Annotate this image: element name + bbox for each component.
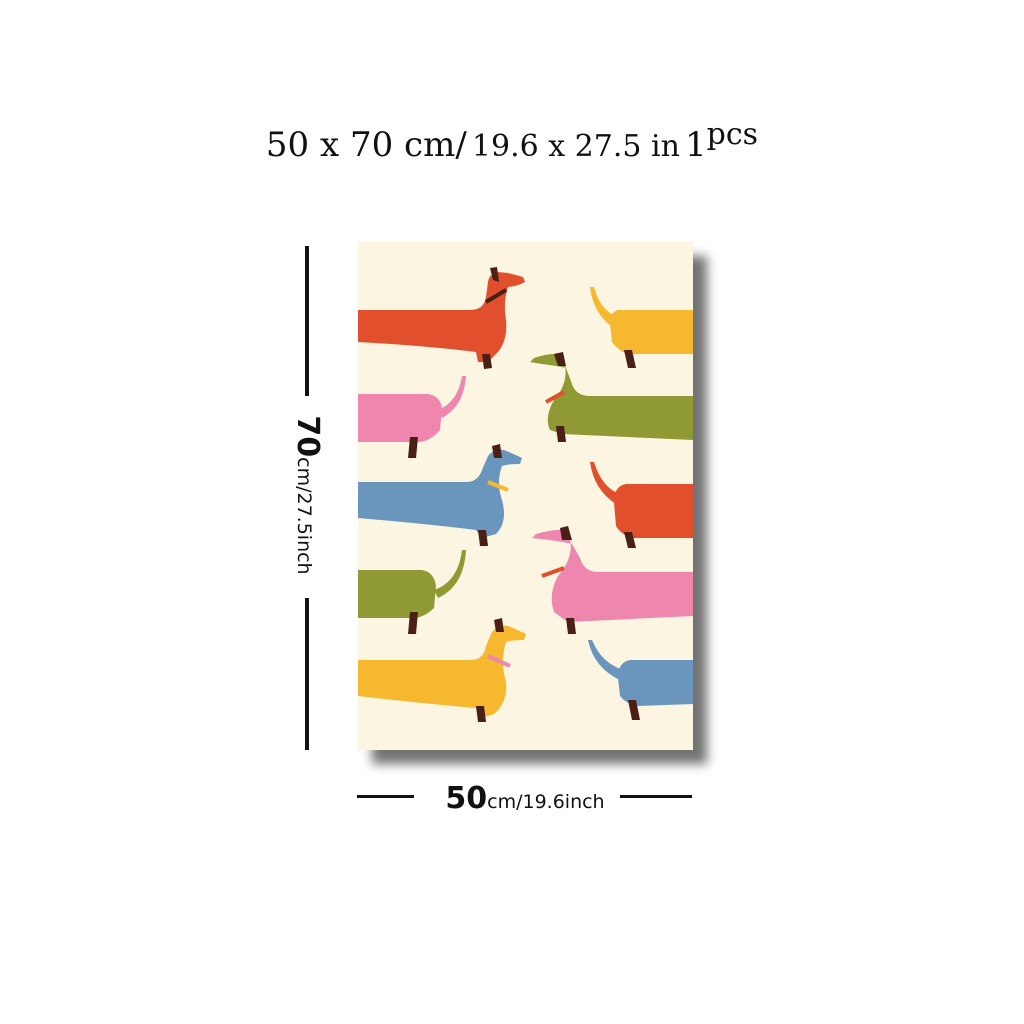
size-cm-text: 50 x 70 cm/ — [265, 125, 467, 165]
height-dimension-line-top — [305, 246, 309, 396]
dachshund-illustration — [358, 267, 693, 722]
size-inch-text: 19.6 x 27.5 in — [471, 129, 680, 164]
quantity-unit: pcs — [706, 117, 759, 152]
width-unit: cm/19.6inch — [487, 791, 605, 813]
dog-olive-tail — [358, 550, 466, 634]
height-value: 70 — [290, 415, 325, 458]
height-dimension-label: 70cm/27.5inch — [290, 415, 325, 575]
dog-blue-tail — [588, 640, 693, 720]
dog-red-tail — [590, 462, 693, 548]
dog-pink-tail — [358, 376, 466, 458]
quantity-number: 1 — [685, 125, 707, 165]
height-dimension-line-bottom — [305, 598, 309, 750]
dog-yellow-tail — [590, 287, 693, 368]
dog-blue — [358, 444, 522, 546]
dog-yellow — [358, 618, 526, 722]
dog-pink — [532, 526, 693, 634]
height-unit: cm/27.5inch — [293, 457, 315, 575]
width-dimension-line-right — [620, 795, 692, 798]
dog-red — [358, 267, 525, 369]
width-dimension-line-left — [357, 795, 414, 798]
product-size-title: 50 x 70 cm/ 19.6 x 27.5 in 1pcs — [0, 120, 1024, 165]
width-dimension-label: 50cm/19.6inch — [0, 784, 1024, 814]
canvas-poster — [358, 242, 693, 750]
width-value: 50 — [445, 781, 488, 816]
dog-olive — [530, 352, 693, 442]
